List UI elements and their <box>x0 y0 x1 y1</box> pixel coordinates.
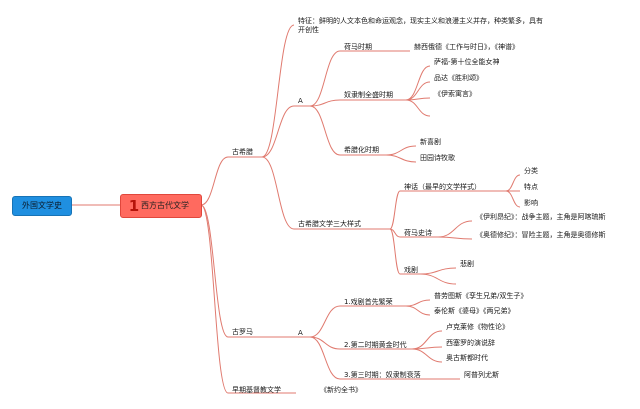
link-xiju-blank <box>419 273 457 285</box>
link-gu-xila-a <box>261 105 295 158</box>
node-lukelai[interactable]: 卢克莱修《物性论》 <box>446 323 509 331</box>
link-shenhua-fenlei <box>505 174 521 192</box>
link-main-gu-luoma <box>200 204 229 338</box>
node-safu[interactable]: 萨福-第十位全能女神 <box>434 58 500 66</box>
link-main-gu-xila <box>200 156 229 206</box>
node-tailun[interactable]: 泰伦斯《婆母》《两兄弟》 <box>434 307 515 315</box>
link-nuli-blank <box>405 99 431 117</box>
link-homa-yiliyate <box>437 220 473 238</box>
node-fenlei[interactable]: 分类 <box>524 167 538 175</box>
node-xiju[interactable]: 戏剧 <box>404 266 418 274</box>
link-fanrong-pulao <box>405 299 431 307</box>
node-homa-shishi[interactable]: 荷马史诗 <box>404 229 432 237</box>
node-homa[interactable]: 荷马时期 <box>344 43 372 51</box>
link-gu-xila-sanyangshi <box>261 156 295 230</box>
node-tedian[interactable]: 特点 <box>524 183 538 191</box>
link-sanyangshi-shenhua <box>389 190 401 230</box>
node-xisailuo[interactable]: 西塞罗的演说辞 <box>446 339 495 347</box>
main-topic-number: 1 <box>128 197 140 215</box>
node-xila-hua[interactable]: 希腊化时期 <box>344 146 379 154</box>
node-pulao[interactable]: 普劳图斯《孪生兄弟/双生子》 <box>434 292 528 300</box>
node-tianyuan[interactable]: 田园诗牧歌 <box>420 154 455 162</box>
link-nuli-pinda <box>405 81 431 101</box>
main-topic-label: 西方古代文学 <box>141 201 189 210</box>
node-pinda[interactable]: 品达《胜利颂》 <box>434 74 483 82</box>
link-main-zaoqi <box>200 204 229 394</box>
node-a-roman[interactable]: A <box>298 329 303 337</box>
link-huangjin-aogusidu <box>411 348 443 363</box>
node-gu-xila[interactable]: 古希腊 <box>232 148 253 156</box>
node-hexiao[interactable]: 赫西俄德《工作与时日》，《神谱》 <box>414 43 519 51</box>
node-aogusidu[interactable]: 奥古斯都时代 <box>446 354 488 362</box>
node-a-greek[interactable]: A <box>298 97 303 105</box>
link-homa-aodesai <box>437 236 473 240</box>
node-beiju[interactable]: 悲剧 <box>460 260 474 268</box>
node-xinyue[interactable]: 《新约全书》 <box>320 386 362 394</box>
node-huangjin[interactable]: 2.第二时期黄金时代 <box>344 341 407 349</box>
link-a-shuailuo <box>309 336 341 380</box>
link-xilahua-tianyuan <box>385 154 417 163</box>
node-nuli[interactable]: 奴隶制全盛时期 <box>344 91 393 99</box>
link-shenhua-yingxiang <box>505 190 521 208</box>
node-xiju-fanrong[interactable]: 1.戏剧首先繁荣 <box>344 298 393 306</box>
link-a-nuli <box>309 99 341 107</box>
node-yisuo[interactable]: 《伊索寓言》 <box>434 90 476 98</box>
link-huangjin-lukelai <box>411 330 443 350</box>
node-san-yangshi[interactable]: 古希腊文学三大样式 <box>298 220 361 228</box>
link-xilahua-xinxiju <box>385 145 417 156</box>
link-fanrong-tailun <box>405 305 431 316</box>
node-apuliu[interactable]: 阿普列尤斯 <box>464 371 499 379</box>
node-shuailuo[interactable]: 3.第三时期：奴隶制衰落 <box>344 371 421 379</box>
link-a-homa <box>309 50 341 107</box>
node-shenhua[interactable]: 神话（最早的文学样式） <box>404 183 481 191</box>
node-aodesai[interactable]: 《奥德修纪》：冒险主题，主角是奥德修斯 <box>476 231 606 239</box>
node-yiliyate[interactable]: 《伊利昂纪》：战争主题，主角是阿喀琉斯 <box>476 213 606 221</box>
node-tezheng[interactable]: 特征：鲜明的人文本色和命运观念，现实主义和浪漫主义并存，种类繁多，具有开创性 <box>298 17 543 34</box>
link-a-xilahua <box>309 105 341 156</box>
node-xin-xiju[interactable]: 新喜剧 <box>420 138 441 146</box>
node-gu-luoma[interactable]: 古罗马 <box>232 328 253 336</box>
link-a-xiju-fanrong <box>309 305 341 338</box>
link-xiju-beiju <box>419 267 457 275</box>
link-sanyangshi-xiju <box>389 228 401 275</box>
node-zaoqi[interactable]: 早期基督教文学 <box>232 386 281 394</box>
root-node[interactable]: 外国文学史 <box>12 196 72 216</box>
link-gu-xila-tezheng <box>261 24 295 158</box>
node-yingxiang[interactable]: 影响 <box>524 199 538 207</box>
link-nuli-safu <box>405 65 431 101</box>
